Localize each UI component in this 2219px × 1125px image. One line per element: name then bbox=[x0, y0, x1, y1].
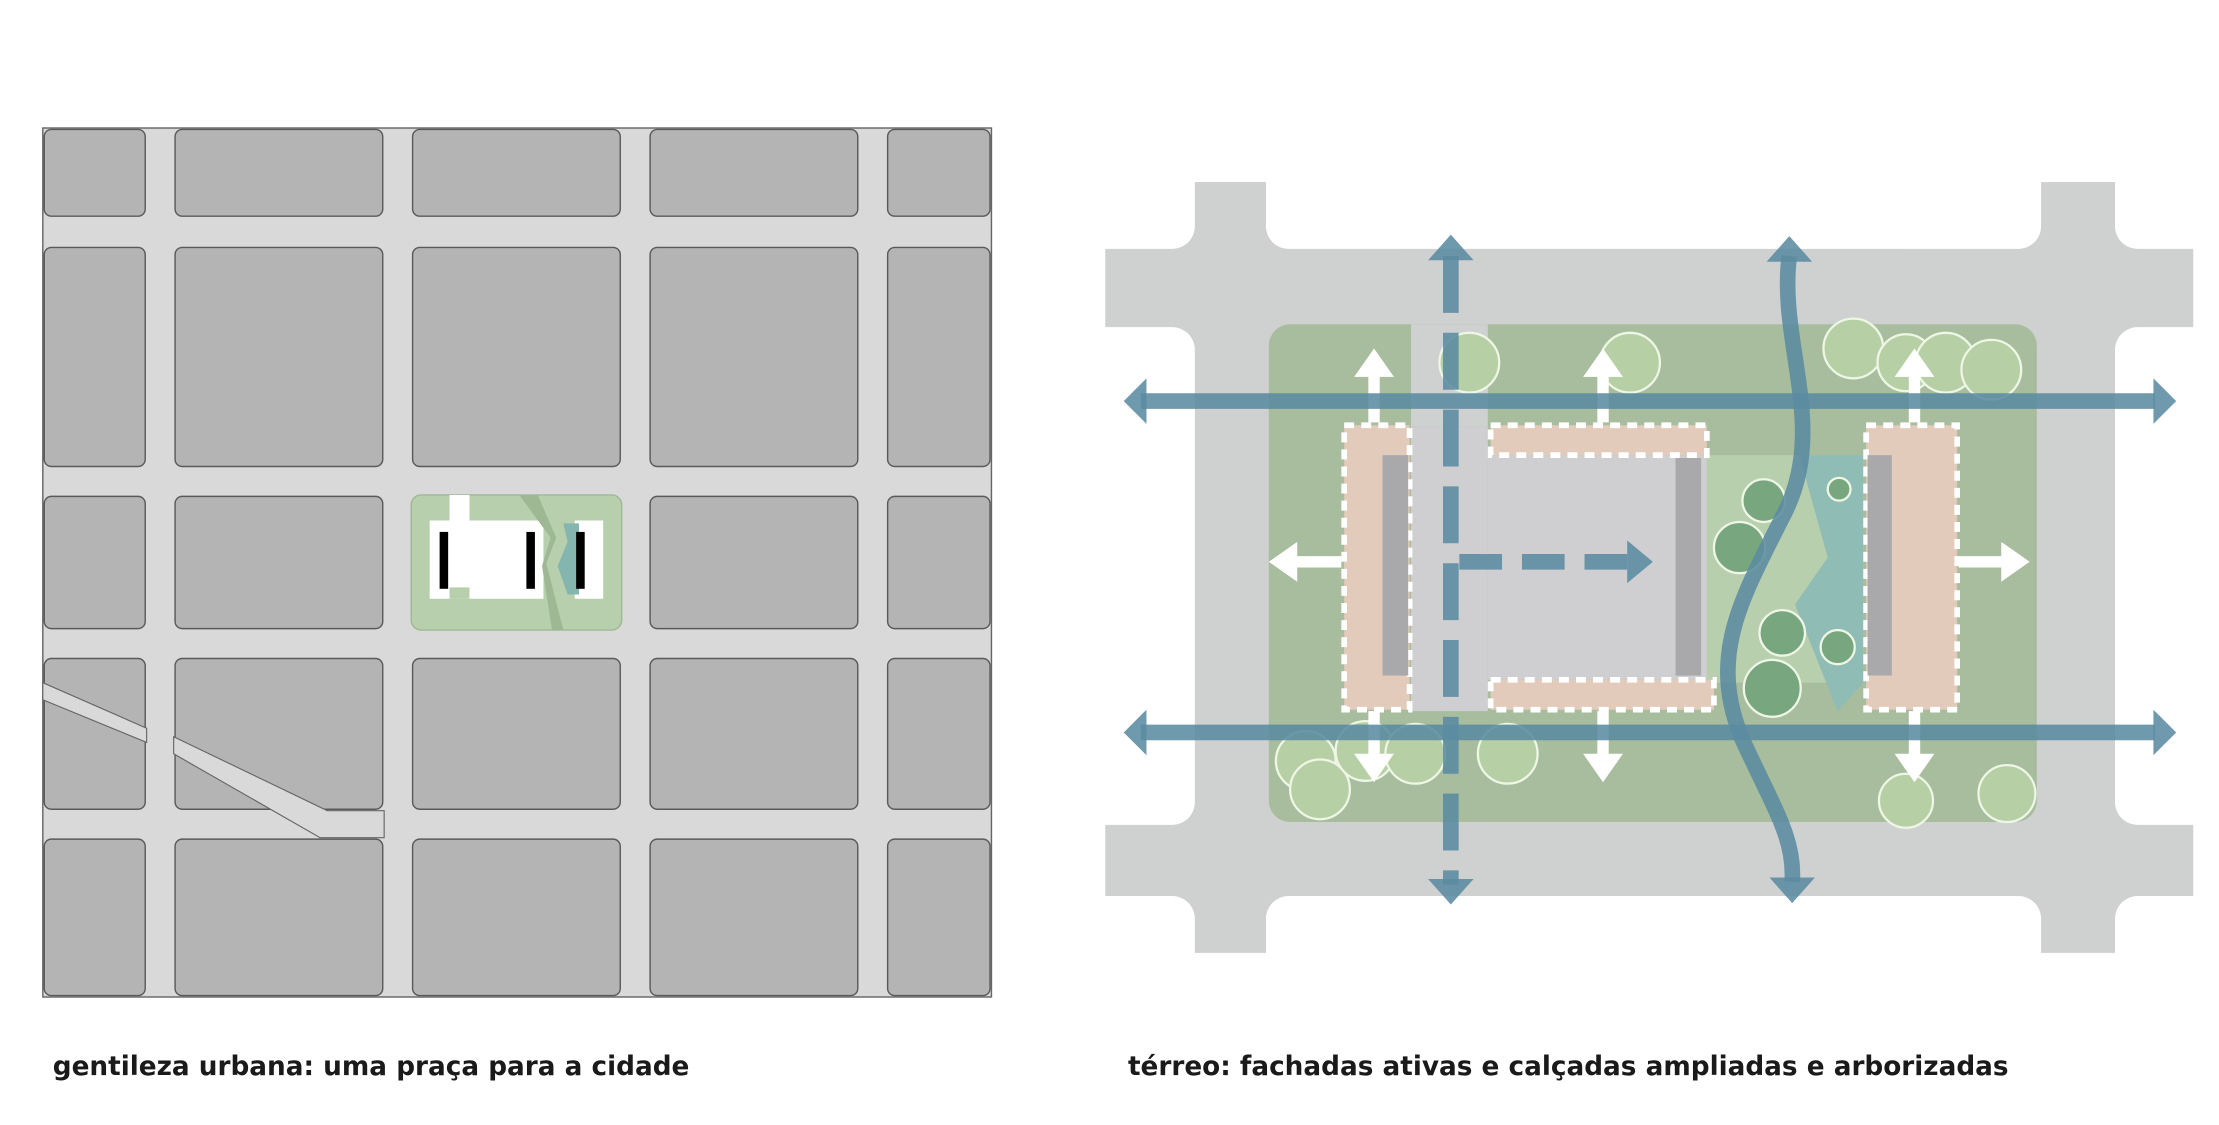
city-block bbox=[886, 657, 991, 810]
caption-left: gentileza urbana: uma praça para a cidad… bbox=[53, 1052, 690, 1082]
city-block bbox=[886, 246, 991, 468]
city-block bbox=[886, 128, 991, 217]
building-footprint bbox=[429, 494, 544, 599]
city-block bbox=[411, 246, 621, 468]
city-block bbox=[43, 246, 146, 468]
water bbox=[557, 523, 580, 595]
building-cores bbox=[1382, 455, 1892, 676]
city-block bbox=[886, 838, 991, 997]
city-block bbox=[174, 128, 384, 217]
building-bar bbox=[526, 531, 535, 589]
city-block bbox=[411, 657, 621, 810]
city-block bbox=[43, 128, 146, 217]
city-block bbox=[174, 246, 384, 468]
building-bar bbox=[439, 531, 449, 589]
city-block bbox=[649, 657, 859, 810]
city-block bbox=[174, 838, 384, 997]
city-block bbox=[649, 495, 859, 630]
city-block bbox=[411, 838, 621, 997]
caption-right: térreo: fachadas ativas e calçadas ampli… bbox=[1128, 1052, 2009, 1082]
ground-floor-plan bbox=[1081, 156, 2219, 982]
path bbox=[519, 494, 564, 631]
trees bbox=[1274, 317, 2037, 829]
city-block bbox=[174, 657, 384, 810]
diagonal-street bbox=[42, 681, 385, 839]
pedestrian-flows bbox=[1123, 234, 2177, 905]
city-block bbox=[174, 495, 384, 630]
corner-lots bbox=[1081, 156, 2219, 982]
city-block bbox=[43, 838, 146, 997]
city-block bbox=[649, 838, 859, 997]
plaza-block bbox=[410, 494, 623, 631]
city-block bbox=[886, 495, 991, 630]
city-block bbox=[649, 246, 859, 468]
city-grid-map bbox=[42, 127, 993, 998]
city-block bbox=[649, 128, 859, 217]
facade-access-arrows bbox=[1268, 348, 2030, 783]
city-blocks bbox=[42, 128, 991, 997]
city-block bbox=[411, 128, 621, 217]
city-block bbox=[43, 495, 146, 630]
building-bar bbox=[576, 531, 585, 589]
